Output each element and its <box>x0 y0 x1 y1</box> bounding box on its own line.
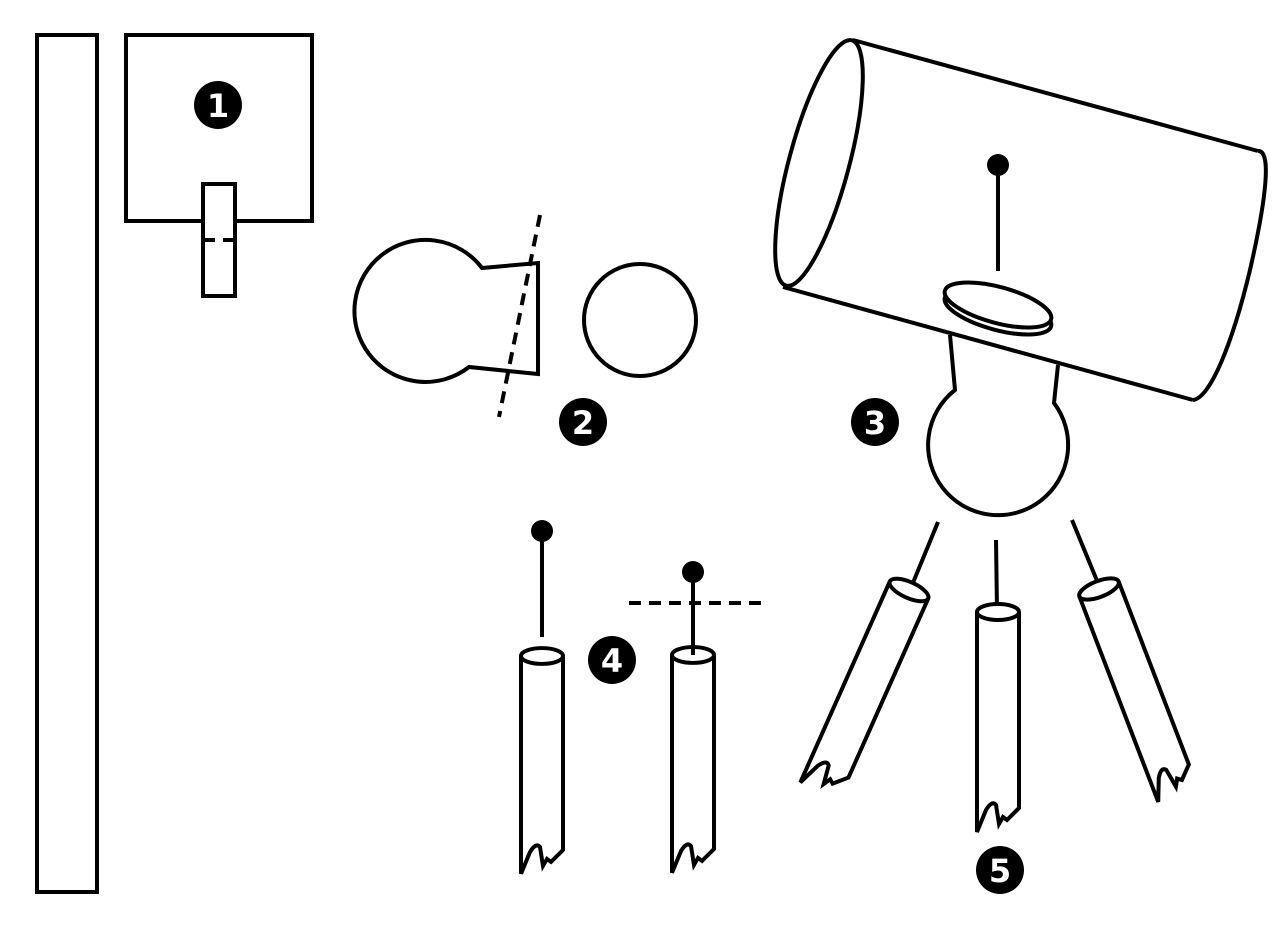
step-5-legs <box>798 572 1200 834</box>
step-3-telescope <box>773 38 1268 611</box>
step-2-parts <box>352 214 698 418</box>
step-1-part <box>124 33 314 298</box>
step-badge-3: 3 <box>851 398 899 446</box>
step-number: 2 <box>572 404 594 442</box>
step-badge-2: 2 <box>559 398 607 446</box>
ball-part <box>582 262 698 378</box>
step-number: 1 <box>207 87 229 125</box>
step-badge-4: 4 <box>588 636 636 684</box>
tall-board <box>35 33 99 894</box>
step-badge-1: 1 <box>194 81 242 129</box>
step-number: 3 <box>864 404 886 442</box>
step-4-parts <box>519 520 763 876</box>
step-number: 4 <box>601 642 623 680</box>
step-number: 5 <box>989 852 1011 890</box>
step-badge-5: 5 <box>976 846 1024 894</box>
